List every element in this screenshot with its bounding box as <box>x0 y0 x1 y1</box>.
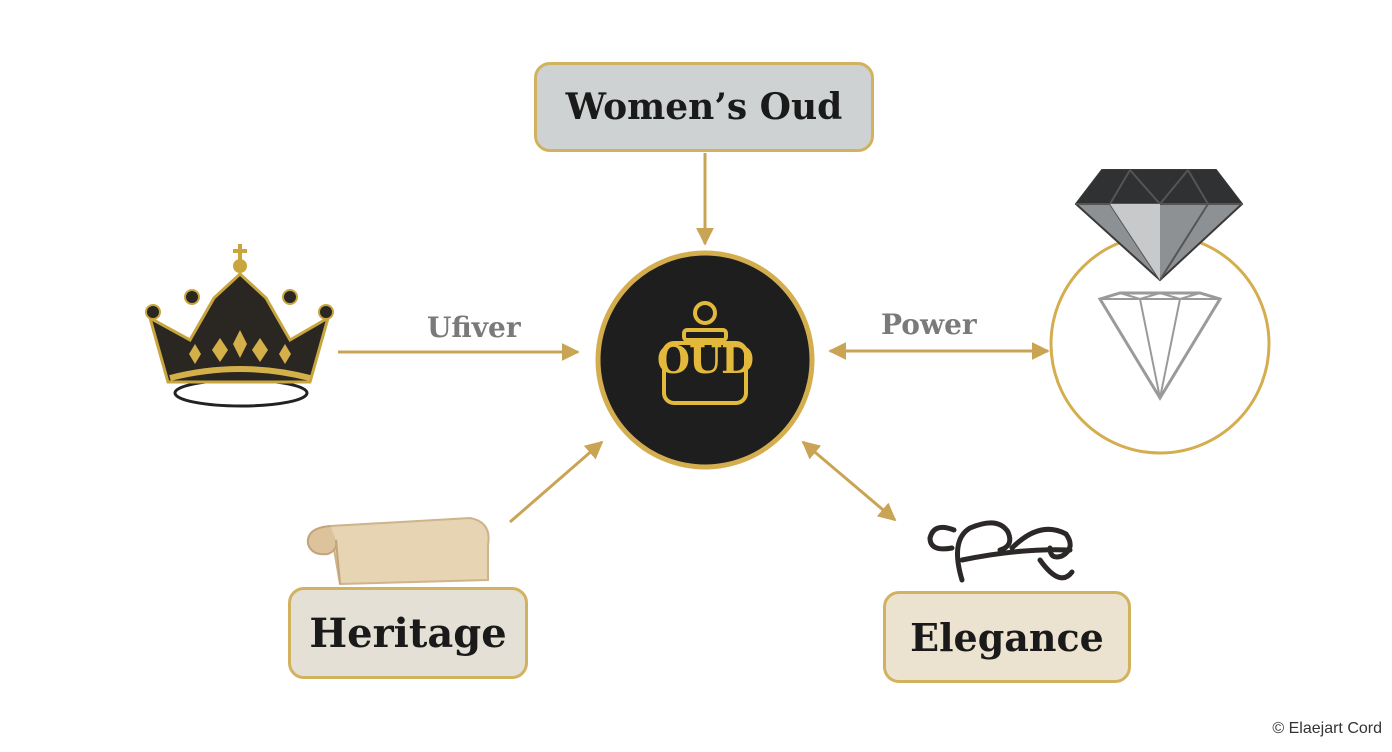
arrow-center-elegance <box>801 440 897 522</box>
ufiver-label: Ufiver <box>427 311 521 344</box>
center-oud-label: OUD <box>656 337 754 382</box>
heritage-box: Heritage <box>288 587 528 679</box>
center-node <box>595 250 815 470</box>
womens-oud-box: Women’s Oud <box>534 62 874 152</box>
womens-oud-label: Women’s Oud <box>565 86 843 128</box>
elegance-box: Elegance <box>883 591 1131 683</box>
crown-icon <box>145 244 334 408</box>
flourish-icon <box>927 520 1075 583</box>
perfume-bottle-icon <box>662 301 748 405</box>
elegance-label: Elegance <box>910 614 1104 660</box>
power-label: Power <box>881 308 977 341</box>
arrow-heritage-to-center <box>509 440 604 524</box>
credit-text: © Elaejart Cord <box>1272 720 1382 737</box>
diamond-icon <box>1049 169 1271 455</box>
heritage-label: Heritage <box>309 609 507 657</box>
scroll-icon <box>306 516 490 586</box>
